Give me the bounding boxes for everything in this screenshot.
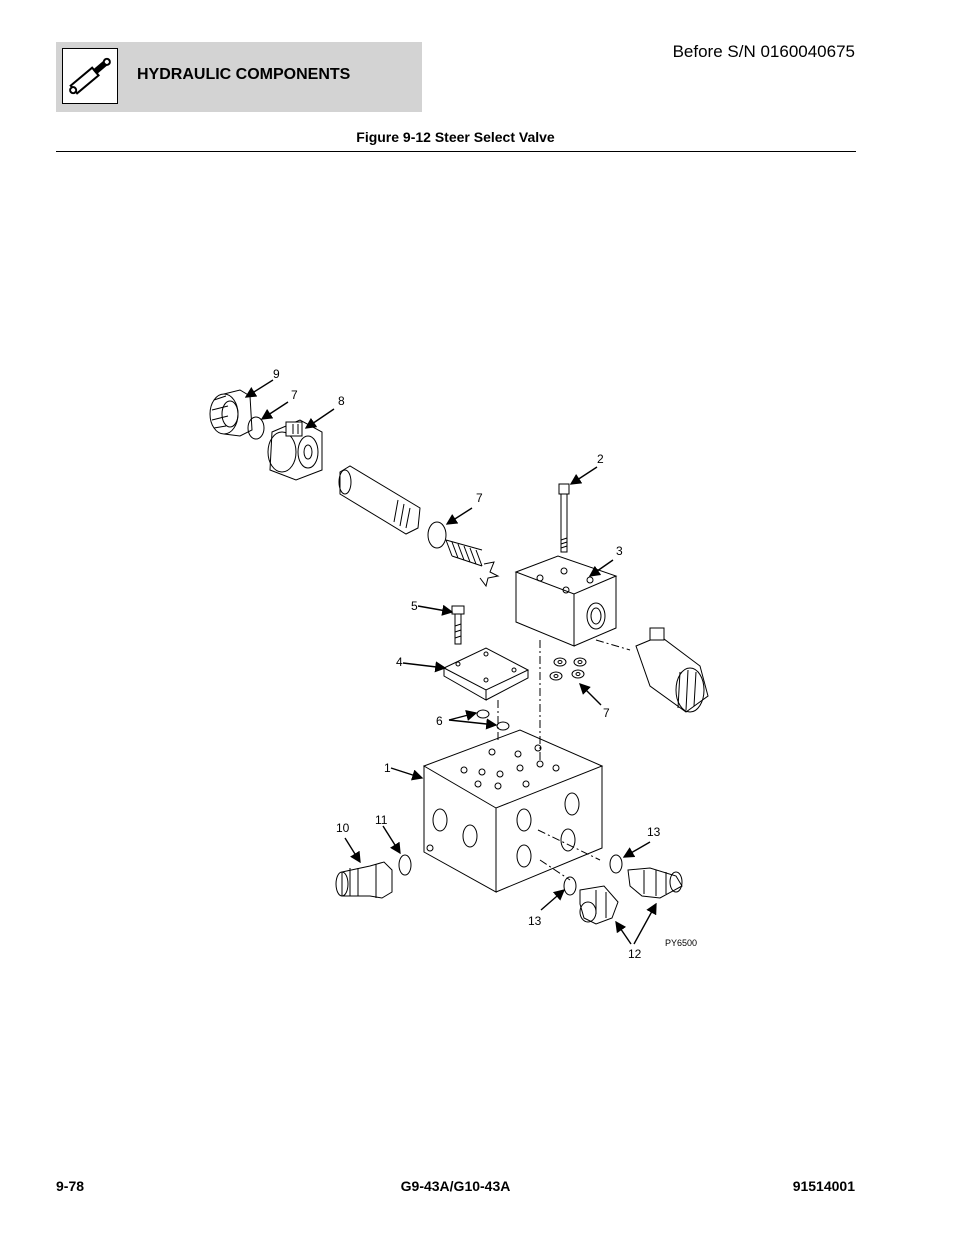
callout-4: 4 [396, 655, 403, 669]
callout-10: 10 [336, 821, 350, 835]
callout-3: 3 [616, 544, 623, 558]
callout-8: 8 [338, 394, 345, 408]
header-rule [56, 151, 856, 152]
callout-2: 2 [597, 452, 604, 466]
o-ring-small-2 [496, 721, 510, 731]
model-number: G9-43A/G10-43A [400, 1178, 511, 1194]
cover-plate [442, 647, 530, 701]
star-washer [479, 561, 500, 588]
callout-13: 13 [528, 914, 542, 928]
callout-13: 13 [647, 825, 661, 839]
spring [445, 539, 483, 567]
cover-bolt [451, 605, 465, 645]
drawing-code: PY6500 [665, 938, 697, 948]
page-number: 9-78 [56, 1178, 85, 1194]
o-ring-mid [427, 521, 447, 549]
serial-number-note: Before S/N 0160040675 [672, 42, 855, 61]
elbow-fitting-1 [579, 885, 619, 925]
coil-nut [209, 389, 253, 437]
cartridge-stem [338, 465, 421, 535]
o-ring-set [549, 657, 587, 681]
callout-9: 9 [273, 367, 280, 381]
document-number: 91514001 [792, 1178, 855, 1194]
section-title: HYDRAULIC COMPONENTS [137, 66, 351, 83]
o-ring-small-1 [476, 709, 490, 719]
valve-body-block [514, 555, 618, 647]
o-ring-fitting [398, 854, 412, 876]
elbow-fitting-2 [627, 867, 683, 899]
figure-title: Figure 9-12 Steer Select Valve [356, 129, 555, 145]
manifold-block [422, 729, 604, 893]
callout-7: 7 [291, 388, 298, 402]
o-ring-elbow-2 [609, 854, 623, 874]
callout-7: 7 [476, 491, 483, 505]
callout-5: 5 [411, 599, 418, 613]
valve-bolt [558, 483, 570, 553]
callout-7: 7 [603, 706, 610, 720]
o-ring-elbow-1 [563, 876, 577, 896]
callout-1: 1 [384, 761, 391, 775]
callout-11: 11 [375, 813, 388, 827]
o-ring-upper [247, 416, 265, 440]
right-solenoid [635, 627, 709, 713]
callout-12: 12 [628, 947, 642, 961]
callout-6: 6 [436, 714, 443, 728]
solenoid-coil [267, 419, 323, 481]
hydraulic-cylinder-icon [62, 48, 118, 104]
straight-fitting [335, 861, 393, 899]
